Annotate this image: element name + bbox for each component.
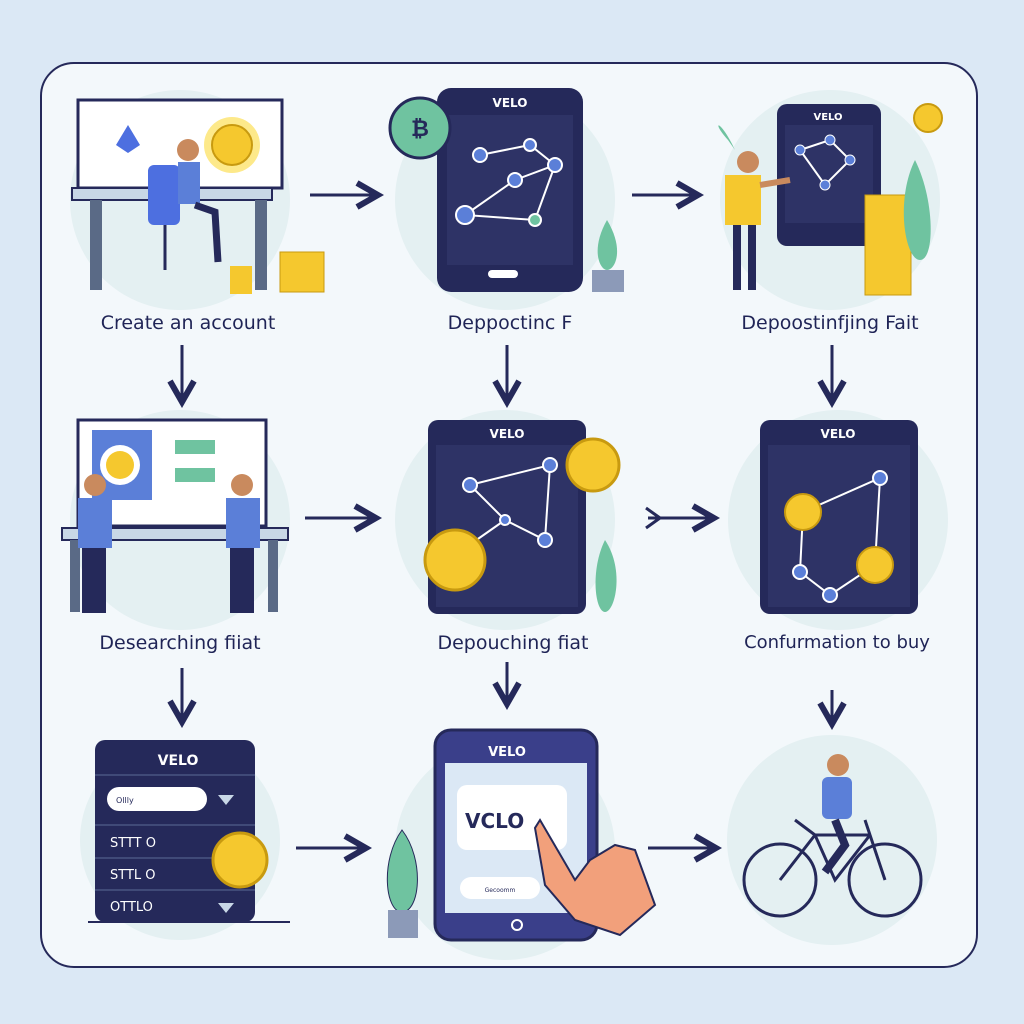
app-panel — [95, 740, 255, 922]
confirm-button[interactable] — [460, 877, 540, 899]
coin-icon — [856, 546, 894, 584]
dropdown-field[interactable] — [107, 787, 207, 811]
coin-icon — [423, 528, 487, 592]
list-item[interactable]: OTTLO — [110, 900, 153, 915]
phone-brand: VELO — [821, 427, 856, 441]
step2-label: Deppoctinc F — [447, 312, 573, 334]
tablet-brand: VELO — [488, 745, 526, 760]
confirm-button-label: Gecoomm — [485, 887, 516, 894]
card-logo: VCLO — [465, 809, 524, 833]
dropdown-value: Ollly — [116, 796, 134, 805]
phone-brand: VELO — [493, 96, 528, 110]
svg-text:₿: ₿ — [411, 117, 429, 142]
ethereum-icon — [116, 125, 140, 153]
step3-label: Depoostinfjing Fait — [741, 312, 919, 334]
phone-brand: VELO — [813, 112, 842, 123]
step6-label: Confurmation to buy — [744, 632, 930, 653]
chair — [148, 165, 180, 225]
step4-label: Desearching fiiat — [99, 632, 261, 654]
list-item[interactable]: STTT O — [110, 836, 156, 851]
coin-icon — [913, 103, 943, 133]
pointing-hand-icon — [533, 818, 657, 937]
plant — [597, 220, 618, 270]
coin-icon — [211, 831, 269, 889]
step1-label: Create an account — [100, 312, 276, 334]
coin-stack — [864, 194, 912, 296]
list-item[interactable]: STTL O — [110, 868, 156, 883]
step5-label: Depouching fiat — [437, 632, 589, 654]
chevron-down-icon — [218, 903, 234, 913]
phone-brand: VELO — [490, 427, 525, 441]
app-brand: VELO — [158, 753, 199, 769]
chevron-down-icon — [218, 795, 234, 805]
coin-icon — [565, 437, 621, 493]
coin-icon — [784, 493, 822, 531]
bitcoin-icon — [388, 96, 452, 160]
